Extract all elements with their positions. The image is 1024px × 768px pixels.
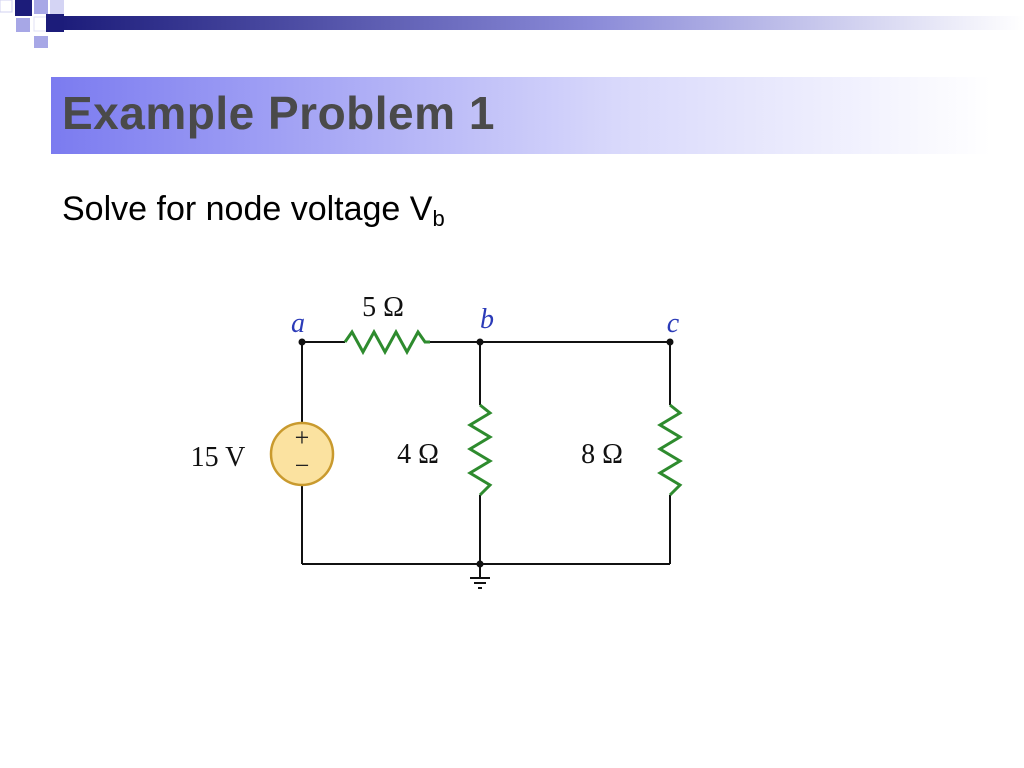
- deco-square: [33, 16, 49, 32]
- deco-square: [50, 0, 64, 14]
- node-b-label: b: [480, 304, 494, 335]
- deco-square: [46, 14, 64, 32]
- resistor-8ohm: [657, 403, 683, 497]
- ground-icon: [470, 577, 490, 589]
- ground-node-dot: [476, 560, 484, 568]
- resistor-8ohm-label: 8 Ω: [581, 439, 623, 470]
- deco-square: [34, 36, 48, 48]
- resistor-4ohm: [467, 403, 493, 497]
- node-b-dot: [476, 338, 484, 346]
- problem-statement: Solve for node voltage Vb: [62, 190, 445, 232]
- resistor-5ohm: [343, 328, 430, 356]
- source-minus-sign: −: [295, 451, 310, 480]
- header-gradient-line: [60, 16, 1024, 30]
- deco-square: [0, 0, 13, 13]
- deco-square: [16, 18, 30, 32]
- deco-square: [34, 0, 48, 14]
- resistor-5ohm-label: 5 Ω: [362, 292, 404, 323]
- node-c-dot: [666, 338, 674, 346]
- node-a-dot: [298, 338, 306, 346]
- node-a-label: a: [291, 308, 305, 339]
- resistor-4ohm-label: 4 Ω: [397, 439, 439, 470]
- problem-subscript: b: [432, 206, 445, 231]
- deco-square: [15, 0, 32, 16]
- voltage-source-icon: [269, 421, 335, 487]
- node-c-label: c: [667, 308, 680, 339]
- problem-text: Solve for node voltage V: [62, 190, 433, 228]
- voltage-source-label: 15 V: [191, 442, 246, 473]
- wires: [301, 341, 671, 578]
- source-plus-sign: +: [295, 423, 310, 452]
- header-decoration: [0, 0, 1024, 48]
- page-title: Example Problem 1: [62, 87, 495, 139]
- circuit-diagram: + − a b c 5 Ω 4 Ω 8 Ω 15 V: [191, 292, 683, 589]
- title-bar: [51, 77, 991, 154]
